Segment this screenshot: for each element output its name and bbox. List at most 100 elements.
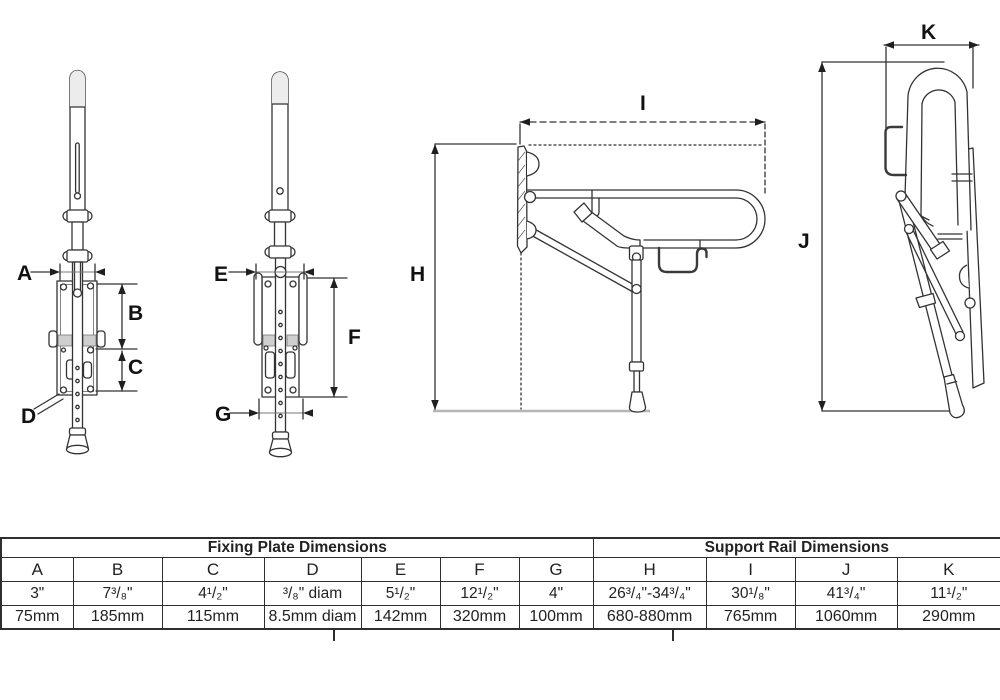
col-letter: I	[705, 557, 796, 582]
support-rail-group-header: Support Rail Dimensions	[592, 537, 1000, 558]
side-wing-right	[298, 272, 308, 346]
fold-mark-right	[672, 630, 674, 641]
strut-pivot	[954, 330, 966, 342]
rail-u-bend	[735, 189, 766, 249]
dimension-b: B	[95, 283, 143, 350]
value-mm: 1060mm	[794, 605, 898, 630]
letter-header-row: A B C D E F G H I J K	[0, 557, 1000, 582]
inches-row: 3" 7³/₈" 4¹/₂" ³/₈" diam 5¹/₂" 12¹/₂" 4"…	[0, 581, 1000, 606]
value-inches: 12¹/₂"	[439, 581, 520, 606]
hinge-collar	[268, 245, 292, 259]
col-letter: F	[439, 557, 520, 582]
dim-label-f: F	[348, 326, 361, 349]
bracket-hole	[523, 190, 537, 204]
lever-cap	[929, 240, 951, 260]
col-letter: E	[360, 557, 441, 582]
side-lug-right	[96, 330, 106, 348]
toilet-roll-holder-folded	[884, 125, 908, 177]
technical-drawing: A B C D	[17, 21, 985, 458]
value-inches: 41³/₄"	[794, 581, 898, 606]
value-mm: 290mm	[896, 605, 1000, 630]
dim-label-e: E	[214, 263, 228, 286]
col-letter: B	[72, 557, 163, 582]
dim-label-g: G	[215, 403, 231, 426]
folded-rail	[904, 67, 972, 231]
dim-label-k: K	[921, 21, 936, 44]
bracket-bump	[526, 151, 540, 177]
latch	[285, 351, 296, 379]
dim-label-b: B	[128, 302, 143, 325]
value-mm: 100mm	[518, 605, 594, 630]
front-view-fixing-plate-2	[253, 71, 308, 458]
toilet-roll-holder	[657, 246, 708, 274]
dim-label-a: A	[17, 262, 32, 285]
strut-pivot	[631, 283, 642, 295]
rubber-foot	[943, 373, 965, 419]
bracket-lug	[526, 220, 537, 240]
leg-clamp	[915, 292, 937, 309]
latch	[82, 361, 93, 379]
support-leg	[274, 257, 287, 433]
dimensions-table: Fixing Plate Dimensions Support Rail Dim…	[0, 537, 1000, 630]
value-mm: 185mm	[72, 605, 163, 630]
value-mm: 115mm	[161, 605, 265, 630]
hinge-collar	[66, 209, 89, 223]
col-letter: C	[161, 557, 265, 582]
strut-top-pivot	[903, 223, 915, 235]
col-letter: G	[518, 557, 594, 582]
screw-hole	[86, 385, 95, 393]
millimetres-row: 75mm 185mm 115mm 8.5mm diam 142mm 320mm …	[0, 605, 1000, 630]
bracket-bump	[958, 264, 970, 289]
dim-label-c: C	[128, 356, 143, 379]
value-inches: 11¹/₂"	[896, 581, 1000, 606]
screw-hole	[86, 282, 95, 290]
fold-pivot	[895, 190, 907, 202]
side-wing-left	[253, 272, 263, 346]
front-view-fixing-plate	[48, 69, 106, 455]
lever-cap	[573, 202, 593, 223]
screw-hole	[60, 347, 67, 353]
rubber-foot	[628, 391, 647, 413]
dimension-c: C	[95, 350, 143, 392]
dim-label-j: J	[798, 230, 810, 253]
drop-leg	[631, 259, 642, 363]
dimension-d: D	[21, 393, 64, 428]
dimension-a: A	[17, 262, 105, 285]
col-letter: K	[896, 557, 1000, 582]
value-mm: 142mm	[360, 605, 441, 630]
fold-mark-left	[333, 630, 335, 641]
screw-hole	[59, 283, 68, 291]
col-letter: H	[592, 557, 707, 582]
value-inches: ³/₈" diam	[263, 581, 362, 606]
fixing-plate-group-header: Fixing Plate Dimensions	[0, 537, 594, 558]
value-inches: 4¹/₂"	[161, 581, 265, 606]
dimension-f: F	[299, 277, 361, 398]
hinge-collar	[268, 209, 292, 223]
dimension-g: G	[215, 398, 313, 426]
screw-hole	[59, 386, 68, 394]
col-letter: D	[263, 557, 362, 582]
value-inches: 26³/₄"-34³/₄"	[592, 581, 707, 606]
bracket-hole	[964, 297, 976, 309]
side-view-folded: K J	[798, 21, 985, 419]
value-mm: 8.5mm diam	[263, 605, 362, 630]
wall-plate-hatching	[517, 151, 526, 240]
leg-clamp	[628, 361, 645, 372]
value-inches: 5¹/₂"	[360, 581, 441, 606]
latch	[264, 351, 276, 379]
col-letter: J	[794, 557, 898, 582]
value-mm: 680-880mm	[592, 605, 707, 630]
dim-label-d: D	[21, 405, 36, 428]
dimension-e: E	[214, 263, 314, 286]
value-inches: 30¹/₈"	[705, 581, 796, 606]
dim-label-i: I	[640, 92, 646, 115]
value-mm: 75mm	[0, 605, 74, 630]
col-letter: A	[0, 557, 74, 582]
screw-hole	[86, 346, 95, 354]
value-mm: 765mm	[705, 605, 796, 630]
value-inches: 4"	[518, 581, 594, 606]
hinge-collar	[66, 249, 89, 263]
side-view-extended: H I	[410, 92, 766, 413]
side-lug-left	[48, 330, 58, 348]
